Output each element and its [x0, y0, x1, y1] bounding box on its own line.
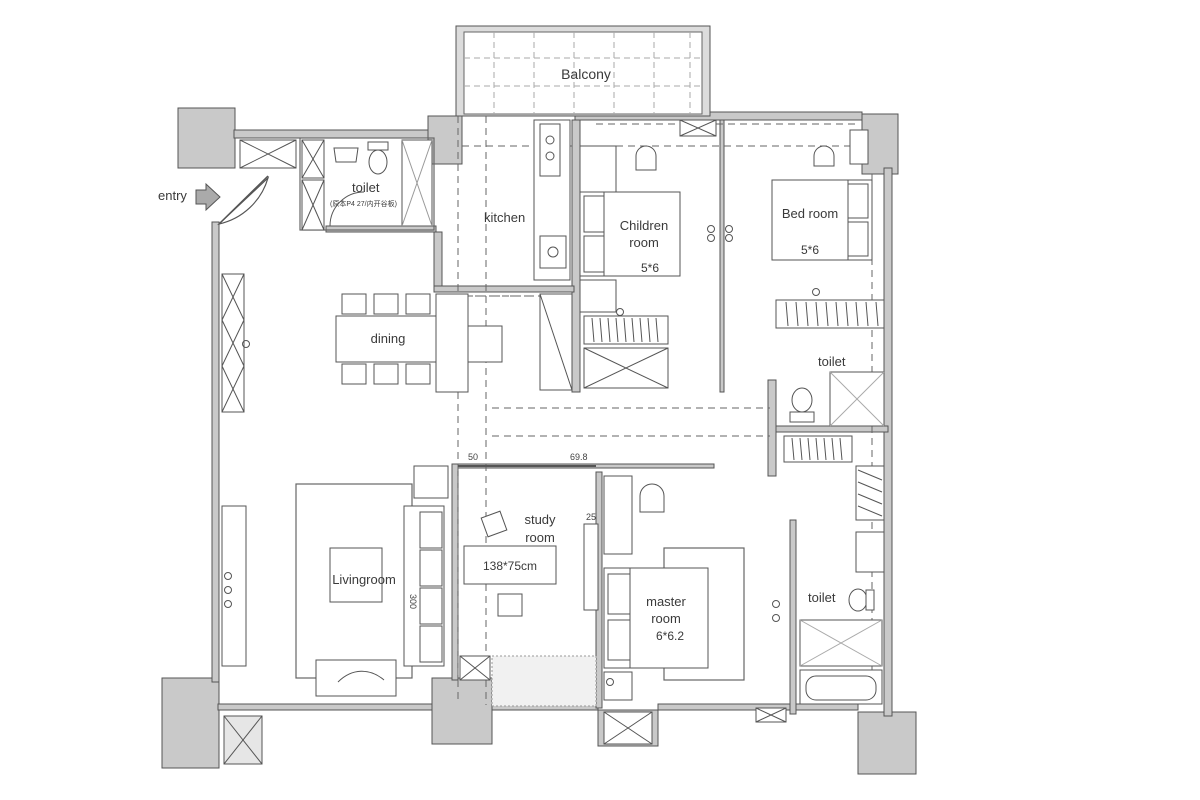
toilet-fixture-icon	[367, 141, 389, 175]
column-top-middle	[427, 115, 463, 165]
master-name-line2: room	[651, 611, 681, 626]
wall-toilet-entry-south	[325, 225, 437, 233]
interior-walls	[325, 119, 889, 715]
chair-icon	[405, 293, 431, 315]
entry-label: entry	[158, 188, 187, 203]
kitchen: kitchen	[468, 119, 571, 297]
toilet-entry-label: toilet	[352, 180, 380, 195]
wall-west	[211, 221, 220, 683]
chair-icon	[813, 145, 835, 167]
dim-69-8: 69.8	[570, 452, 588, 462]
study-name-line2: room	[525, 530, 555, 545]
toilet-fixture-icon	[789, 387, 815, 423]
master-size: 6*6.2	[656, 629, 684, 643]
bedroom-label: Bed room	[782, 206, 838, 221]
wall-east	[883, 167, 893, 717]
toilet-entry: toilet (原本P4 27/内开谷板)	[299, 137, 435, 231]
door-swing-icon	[216, 176, 270, 226]
column-bottom-middle-left	[431, 677, 493, 745]
chair-icon	[635, 145, 657, 171]
chair-icon	[373, 293, 399, 315]
sofa-icon	[315, 659, 397, 697]
column-bottom-right	[857, 711, 917, 775]
bed-room: Bed room 5*6	[771, 129, 885, 329]
children-name-line2: room	[629, 235, 659, 250]
toilet-right-label: toilet	[818, 354, 846, 369]
master-room: master room 6*6.2	[603, 475, 745, 745]
kitchen-sink	[539, 235, 567, 269]
dim-50: 50	[468, 452, 478, 462]
living-room: Livingroom 300	[295, 465, 449, 697]
armchair	[413, 465, 449, 499]
column-bottom-left	[161, 677, 220, 769]
chair-icon	[639, 483, 665, 513]
wall-north-entry	[233, 129, 429, 139]
column-top-left	[177, 107, 236, 169]
dim-25: 25	[586, 512, 596, 522]
coffee-table	[329, 547, 383, 603]
sofa-icon	[403, 505, 445, 667]
dining-table	[335, 315, 437, 363]
wall-kitchen-children	[571, 119, 581, 393]
storage-x-icon	[239, 139, 297, 169]
study-desk	[463, 545, 557, 585]
entry-arrow-icon	[195, 182, 221, 212]
wall-children-bedroom	[719, 119, 725, 393]
door-markers	[224, 225, 820, 686]
west-wall-storage	[221, 273, 263, 765]
dining-label: dining	[371, 331, 406, 346]
master-name-line1: master	[646, 594, 686, 609]
kitchen-label: kitchen	[484, 210, 525, 225]
door-swing-icon	[329, 191, 365, 227]
toilet-fixture-icon	[848, 588, 875, 612]
toilet-master: toilet	[755, 531, 885, 723]
study-room: 50 69.8 138*75cm study room 25	[458, 452, 599, 707]
sideboard	[435, 293, 469, 393]
chair-icon	[373, 363, 399, 385]
toilet-master-label: toilet	[808, 590, 836, 605]
wall-kitchen-west	[433, 231, 443, 293]
wall-toilet-south	[775, 425, 889, 433]
toilet-right: toilet	[783, 354, 885, 521]
bedroom-size: 5*6	[801, 243, 819, 257]
dim-300: 300	[408, 594, 418, 609]
balcony: Balcony	[455, 25, 711, 117]
study-name-line1: study	[524, 512, 556, 527]
wall-toilet-west	[767, 379, 777, 477]
study-balcony-floor	[491, 655, 597, 707]
children-room: Children room 5*6	[539, 119, 717, 391]
dining-area: dining	[335, 293, 503, 393]
chair-icon	[341, 363, 367, 385]
children-name-line1: Children	[620, 218, 668, 233]
chair-icon	[480, 510, 508, 538]
desk-size: 138*75cm	[483, 559, 537, 573]
chair-icon	[497, 593, 523, 617]
livingroom-label: Livingroom	[332, 572, 396, 587]
sink-icon	[333, 147, 359, 163]
wall-south-left	[217, 703, 433, 711]
wall-study-west	[451, 463, 459, 681]
toilet-entry-note: (原本P4 27/内开谷板)	[330, 199, 397, 208]
children-size: 5*6	[641, 261, 659, 275]
wall-master-toilet	[789, 519, 797, 715]
chair-icon	[405, 363, 431, 385]
balcony-label: Balcony	[561, 66, 611, 82]
tv-console	[221, 505, 247, 667]
chair-icon	[341, 293, 367, 315]
bathtub-icon	[799, 669, 883, 705]
wall-kitchen-south	[433, 285, 575, 293]
entry-area: entry	[158, 139, 297, 226]
children-nightstand	[579, 145, 617, 193]
